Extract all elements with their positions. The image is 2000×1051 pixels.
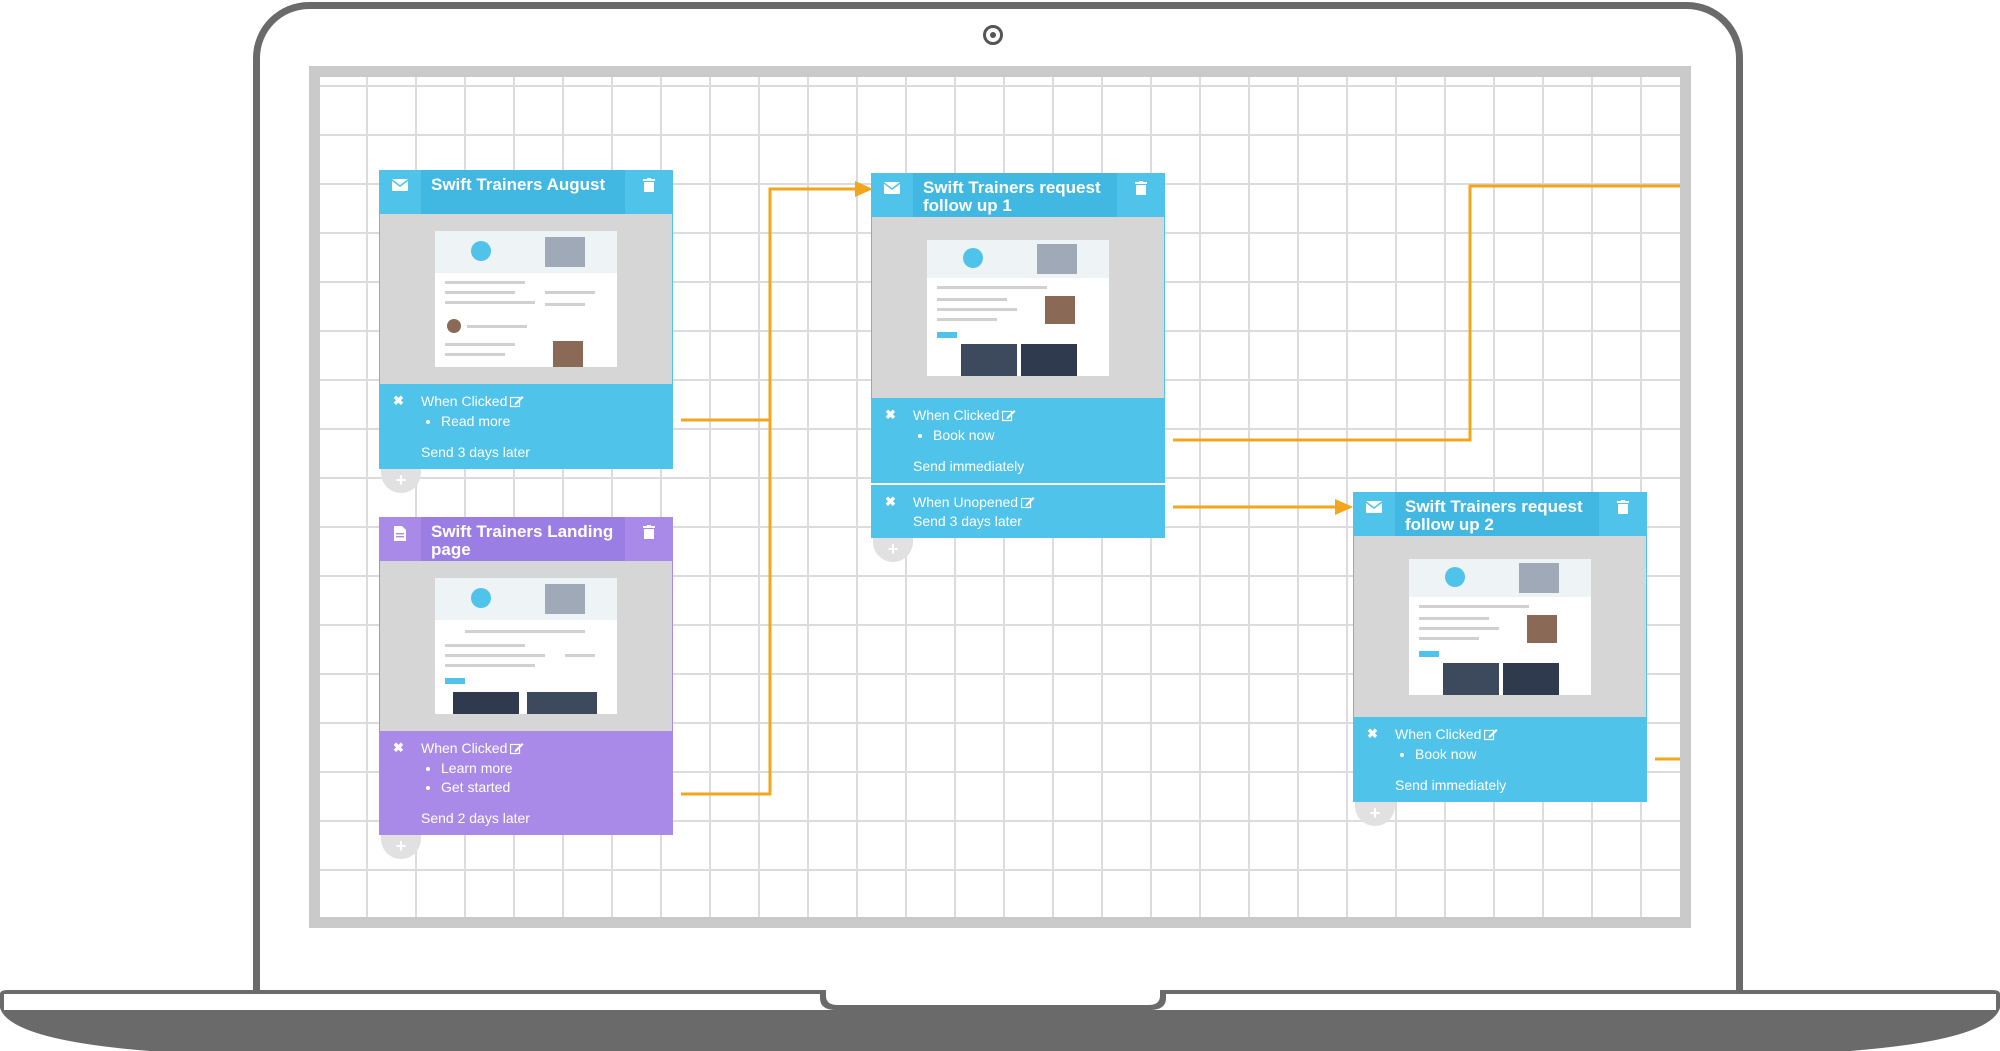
page-preview[interactable] <box>379 561 673 731</box>
list-item: Book now <box>933 426 1165 445</box>
camera-icon <box>983 25 1003 45</box>
delay-label: Send immediately <box>1395 777 1507 793</box>
condition-block-clicked[interactable]: ✖ When Clicked Book now Send immediately <box>871 398 1165 483</box>
laptop-base <box>0 990 2000 1051</box>
node-header[interactable]: Swift Trainers request follow up 2 <box>1353 492 1647 536</box>
envelope-icon <box>871 173 913 217</box>
email-thumbnail <box>927 239 1109 376</box>
remove-condition-icon[interactable]: ✖ <box>885 494 896 509</box>
condition-block[interactable]: ✖ When Clicked Learn more Get started Se… <box>379 731 673 835</box>
connector-landing-to-followup1 <box>681 420 772 796</box>
delay-label: Send 2 days later <box>421 810 530 826</box>
node-title[interactable]: Swift Trainers request follow up 1 <box>923 178 1101 215</box>
workflow-canvas[interactable]: Swift Trainers August <box>309 66 1691 928</box>
landing-page-node[interactable]: Swift Trainers Landing page ✖ <box>379 517 673 859</box>
trash-icon[interactable] <box>625 170 673 214</box>
condition-block[interactable]: ✖ When Clicked Book now Send immediately <box>1353 717 1647 802</box>
email-node-followup-1[interactable]: Swift Trainers request follow up 1 <box>871 173 1165 562</box>
arrowhead-followup2 <box>1335 499 1353 515</box>
condition-label: When Clicked <box>421 393 508 409</box>
node-title[interactable]: Swift Trainers request follow up 2 <box>1405 497 1583 534</box>
link-list: Book now <box>915 426 1165 445</box>
condition-label: When Unopened <box>913 494 1019 510</box>
list-item: Read more <box>441 412 673 431</box>
remove-condition-icon[interactable]: ✖ <box>393 393 404 408</box>
condition-block[interactable]: ✖ When Clicked Read more Send 3 days lat… <box>379 384 673 469</box>
remove-condition-icon[interactable]: ✖ <box>1367 726 1378 741</box>
condition-label: When Clicked <box>421 740 508 756</box>
email-preview[interactable] <box>871 217 1165 398</box>
email-thumbnail <box>1409 558 1591 695</box>
email-thumbnail <box>435 231 617 367</box>
envelope-icon <box>379 170 421 214</box>
email-node-followup-2[interactable]: Swift Trainers request follow up 2 <box>1353 492 1647 826</box>
email-preview[interactable] <box>379 214 673 384</box>
condition-block-unopened[interactable]: ✖ When Unopened Send 3 days later <box>871 483 1165 538</box>
node-title[interactable]: Swift Trainers August <box>431 175 606 194</box>
edit-icon[interactable] <box>510 742 524 755</box>
node-header[interactable]: Swift Trainers request follow up 1 <box>871 173 1165 217</box>
connector-august-to-followup1 <box>681 187 865 422</box>
node-header[interactable]: Swift Trainers August <box>379 170 673 214</box>
delay-label: Send 3 days later <box>913 513 1022 529</box>
edit-icon[interactable] <box>510 395 524 408</box>
arrowhead-followup1 <box>855 181 873 197</box>
list-item: Get started <box>441 778 673 797</box>
remove-condition-icon[interactable]: ✖ <box>393 740 404 755</box>
envelope-icon <box>1353 492 1395 536</box>
condition-label: When Clicked <box>913 407 1000 423</box>
edit-icon[interactable] <box>1002 409 1016 422</box>
email-node-august[interactable]: Swift Trainers August <box>379 170 673 493</box>
list-item: Book now <box>1415 745 1647 764</box>
node-title[interactable]: Swift Trainers Landing page <box>431 522 614 559</box>
trash-icon[interactable] <box>1117 173 1165 217</box>
edit-icon[interactable] <box>1021 496 1035 509</box>
condition-label: When Clicked <box>1395 726 1482 742</box>
link-list: Book now <box>1397 745 1647 764</box>
remove-condition-icon[interactable]: ✖ <box>885 407 896 422</box>
trash-icon[interactable] <box>625 517 673 561</box>
connector-followup1-clicked <box>1173 184 1680 442</box>
delay-label: Send 3 days later <box>421 444 530 460</box>
connectors <box>681 181 1680 796</box>
trash-icon[interactable] <box>1599 492 1647 536</box>
email-preview[interactable] <box>1353 536 1647 717</box>
edit-icon[interactable] <box>1484 728 1498 741</box>
page-icon <box>379 517 421 561</box>
list-item: Learn more <box>441 759 673 778</box>
page-thumbnail <box>435 578 617 714</box>
node-header[interactable]: Swift Trainers Landing page <box>379 517 673 561</box>
delay-label: Send immediately <box>913 458 1025 474</box>
link-list: Read more <box>423 412 673 431</box>
link-list: Learn more Get started <box>423 759 673 797</box>
